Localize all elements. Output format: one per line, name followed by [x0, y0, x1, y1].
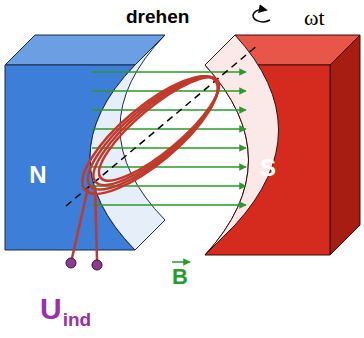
pole-label: N — [29, 162, 46, 188]
field-vector-label: B — [172, 265, 188, 289]
coil-leads — [72, 186, 97, 260]
south-magnet — [205, 35, 360, 255]
terminal — [66, 258, 76, 268]
coil-winding — [73, 60, 232, 205]
coil-winding — [80, 62, 232, 200]
vector-arrow — [172, 261, 190, 263]
rotation-axis — [66, 45, 258, 206]
rotation-symbol — [253, 10, 270, 22]
magnet-pole: S — [256, 153, 280, 183]
pole-label: S — [260, 155, 276, 181]
coil-windings — [67, 59, 233, 211]
field-line — [92, 204, 246, 206]
voltage-symbol: U — [40, 292, 62, 325]
voltage-subscript: ind — [63, 310, 92, 331]
magnet-pole: N — [25, 160, 50, 190]
coil-winding — [67, 59, 233, 211]
field-line — [92, 166, 246, 168]
field-line — [92, 71, 246, 73]
field-line — [92, 109, 246, 111]
rotate-label: drehen — [126, 7, 189, 28]
angle-label: ωt — [304, 6, 325, 30]
terminal — [92, 260, 102, 270]
coil-winding — [87, 63, 232, 194]
